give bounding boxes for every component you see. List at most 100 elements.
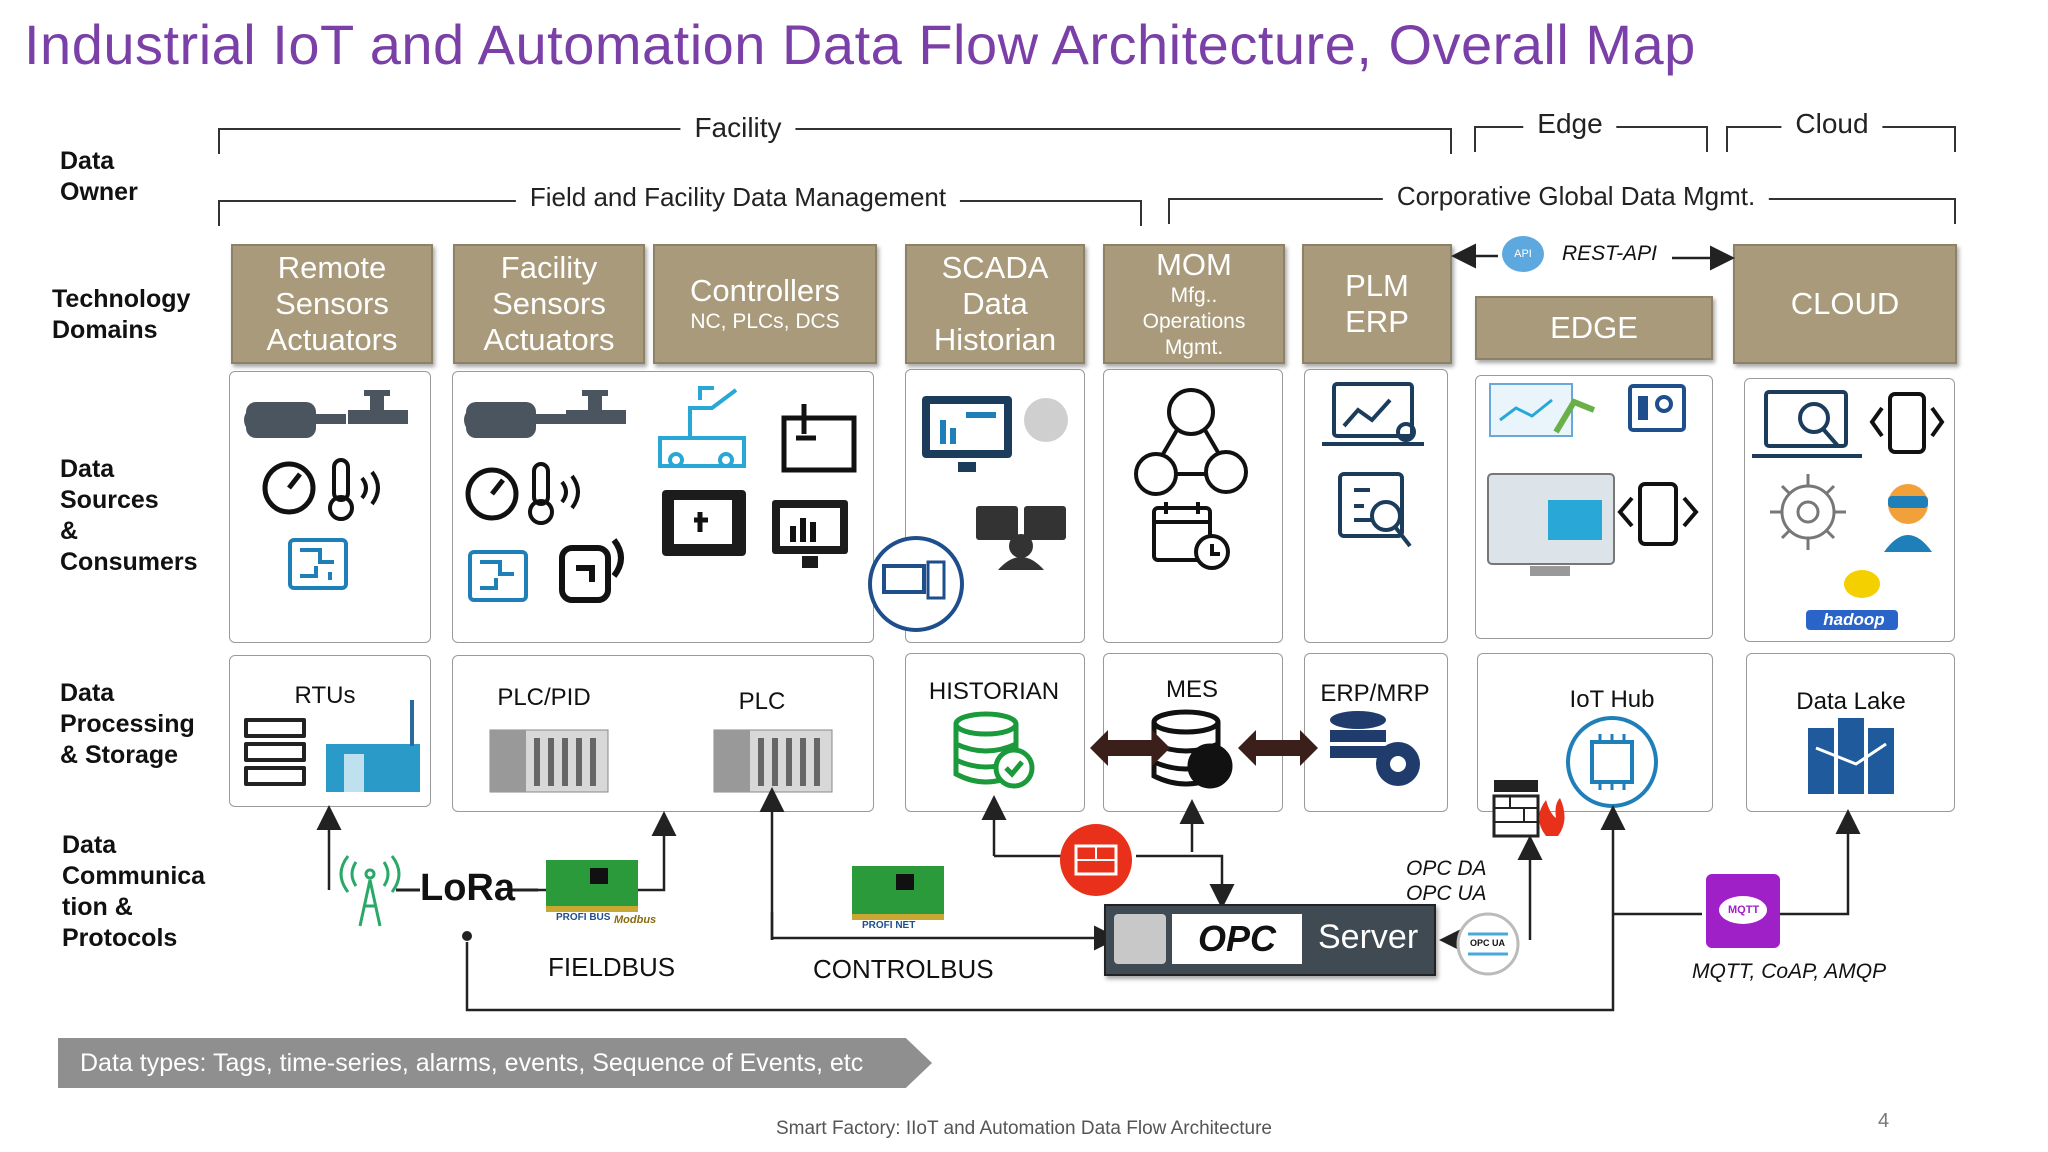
- hmi-panel-icon: [662, 490, 746, 556]
- domain-cloud: CLOUD: [1733, 244, 1957, 364]
- edge-firewall-icon: [1492, 780, 1565, 838]
- historian-mes-arrow: [1090, 730, 1170, 766]
- workflow-icon: [1134, 388, 1248, 496]
- presentation-icon: [1628, 384, 1686, 432]
- data-types-banner: Data types: Tags, time-series, alarms, e…: [58, 1038, 932, 1088]
- data-lake-icon: [1808, 718, 1894, 794]
- laptop-search-icon: [1752, 390, 1862, 458]
- opc-server-label: Server: [1318, 918, 1419, 956]
- fieldbus-label: FIELDBUS: [548, 952, 676, 982]
- cloud-label: Cloud: [1781, 108, 1883, 140]
- domain-plm-label: PLM ERP: [1345, 268, 1409, 339]
- rtus-label: RTUs: [294, 682, 356, 709]
- laptop-analytics-icon: [1322, 382, 1424, 446]
- database-check-icon: [953, 711, 1035, 789]
- motor-valve-icon: [244, 390, 408, 438]
- opc-logo: OPC: [1172, 914, 1302, 964]
- gauge-icon-2: [465, 467, 519, 521]
- controlbus-label: CONTROLBUS: [813, 954, 994, 984]
- row-label-data-sources: Data Sources & Consumers: [60, 455, 198, 576]
- factory-computer-icon: [1487, 473, 1615, 576]
- domain-scada: SCADA Data Historian: [905, 244, 1085, 364]
- edge-label: Edge: [1523, 108, 1617, 140]
- globe-icon: [1024, 398, 1068, 442]
- calendar-clock-icon: [1152, 502, 1230, 570]
- row-label-data-processing: Data Processing & Storage: [60, 679, 195, 769]
- mobile-device-icon: [1617, 482, 1699, 546]
- row-label-data-communication: Data Communica tion & Protocols: [62, 831, 206, 952]
- robot-arm-analytics-icon: [1489, 383, 1596, 437]
- rtu-module-icon: [326, 700, 420, 792]
- domain-scada-label: SCADA Data Historian: [933, 250, 1057, 357]
- mqtt-badge-label: MQTT: [1728, 904, 1760, 916]
- facility-bracket: [218, 128, 1452, 154]
- domain-controllers-label: Controllers: [690, 273, 840, 308]
- circuit-board-icon-2: [468, 550, 528, 602]
- operator-monitors-icon: [976, 506, 1066, 570]
- hadoop-logo-icon: [1806, 570, 1898, 630]
- mqtt-icon: [1706, 874, 1780, 948]
- domain-controllers-sub: NC, PLCs, DCS: [690, 310, 840, 333]
- domain-remote-sensors-label: Remote Sensors Actuators: [266, 250, 398, 357]
- database-gear-icon: [1330, 711, 1420, 786]
- antenna-tower-icon: [339, 855, 401, 927]
- row-label-data-owner: Data Owner: [60, 147, 138, 206]
- domain-plm-erp: PLM ERP: [1302, 244, 1452, 364]
- flowchart-search-icon: [1338, 472, 1412, 548]
- domain-cloud-label: CLOUD: [1790, 286, 1900, 321]
- page-title: Industrial IoT and Automation Data Flow …: [24, 13, 1696, 76]
- domain-edge-label: EDGE: [1550, 310, 1638, 345]
- domain-mom-label: MOM: [1156, 247, 1232, 282]
- row-label-technology-domains: Technology Domains: [52, 285, 191, 344]
- mobile-app-icon: [1869, 392, 1945, 454]
- server-stack-icon: [1114, 914, 1166, 964]
- data-lake-label: Data Lake: [1796, 688, 1906, 715]
- footer-text: Smart Factory: IIoT and Automation Data …: [776, 1118, 1272, 1139]
- vr-user-icon: [1884, 484, 1932, 552]
- gauge-icon: [262, 461, 316, 515]
- robot-arm-icon: [658, 386, 746, 468]
- profinet-logo: PROFI NET: [862, 920, 916, 931]
- plc-rack-icon: [489, 729, 609, 793]
- panel-historian: [905, 653, 1085, 812]
- domain-edge: EDGE: [1475, 296, 1713, 360]
- opc-ua-icon: [1456, 912, 1520, 976]
- domain-remote-sensors: Remote Sensors Actuators: [231, 244, 433, 364]
- mes-label: MES: [1165, 676, 1219, 703]
- erp-mrp-label: ERP/MRP: [1320, 680, 1430, 707]
- mqtt-coap-amqp-label: MQTT, CoAP, AMQP: [1692, 960, 1887, 983]
- historian-label: HISTORIAN: [928, 678, 1060, 705]
- rest-api-label: REST-API: [1562, 242, 1657, 265]
- field-mgmt-label: Field and Facility Data Management: [515, 182, 961, 213]
- opc-ua-badge-label: OPC UA: [1470, 938, 1506, 948]
- plc-rack-icon-2: [713, 729, 833, 793]
- modbus-logo: Modbus: [614, 914, 657, 926]
- server-rack-icon: [244, 718, 306, 786]
- motor-valve-icon-2: [464, 390, 626, 438]
- dashboard-monitor-icon: [922, 396, 1012, 472]
- thermometer-icon-2: [528, 462, 580, 525]
- domain-facility-sensors: Facility Sensors Actuators: [453, 244, 645, 364]
- iot-hub-label: IoT Hub: [1569, 686, 1655, 713]
- corp-mgmt-label: Corporative Global Data Mgmt.: [1382, 181, 1770, 212]
- facility-label: Facility: [680, 112, 796, 144]
- domain-facility-sensors-label: Facility Sensors Actuators: [483, 250, 615, 357]
- thermometer-icon: [328, 458, 380, 521]
- opc-da-ua-label: OPC DA OPC UA: [1406, 857, 1487, 905]
- firewall-icon: [1060, 824, 1132, 896]
- cnc-machine-icon: [781, 404, 857, 473]
- page-number: 4: [1878, 1110, 1890, 1132]
- profibus-logo: PROFI BUS: [556, 912, 611, 923]
- controlbus-card-icon: [852, 866, 944, 920]
- plc-pid-label: PLC/PID: [497, 684, 591, 711]
- plc-label: PLC: [738, 688, 786, 715]
- mes-erp-arrow: [1238, 730, 1318, 766]
- circuit-board-icon: [288, 538, 348, 590]
- domain-mom-sub: Mfg.. Operations Mgmt.: [1142, 284, 1246, 359]
- fieldbus-card-icon: [546, 860, 638, 912]
